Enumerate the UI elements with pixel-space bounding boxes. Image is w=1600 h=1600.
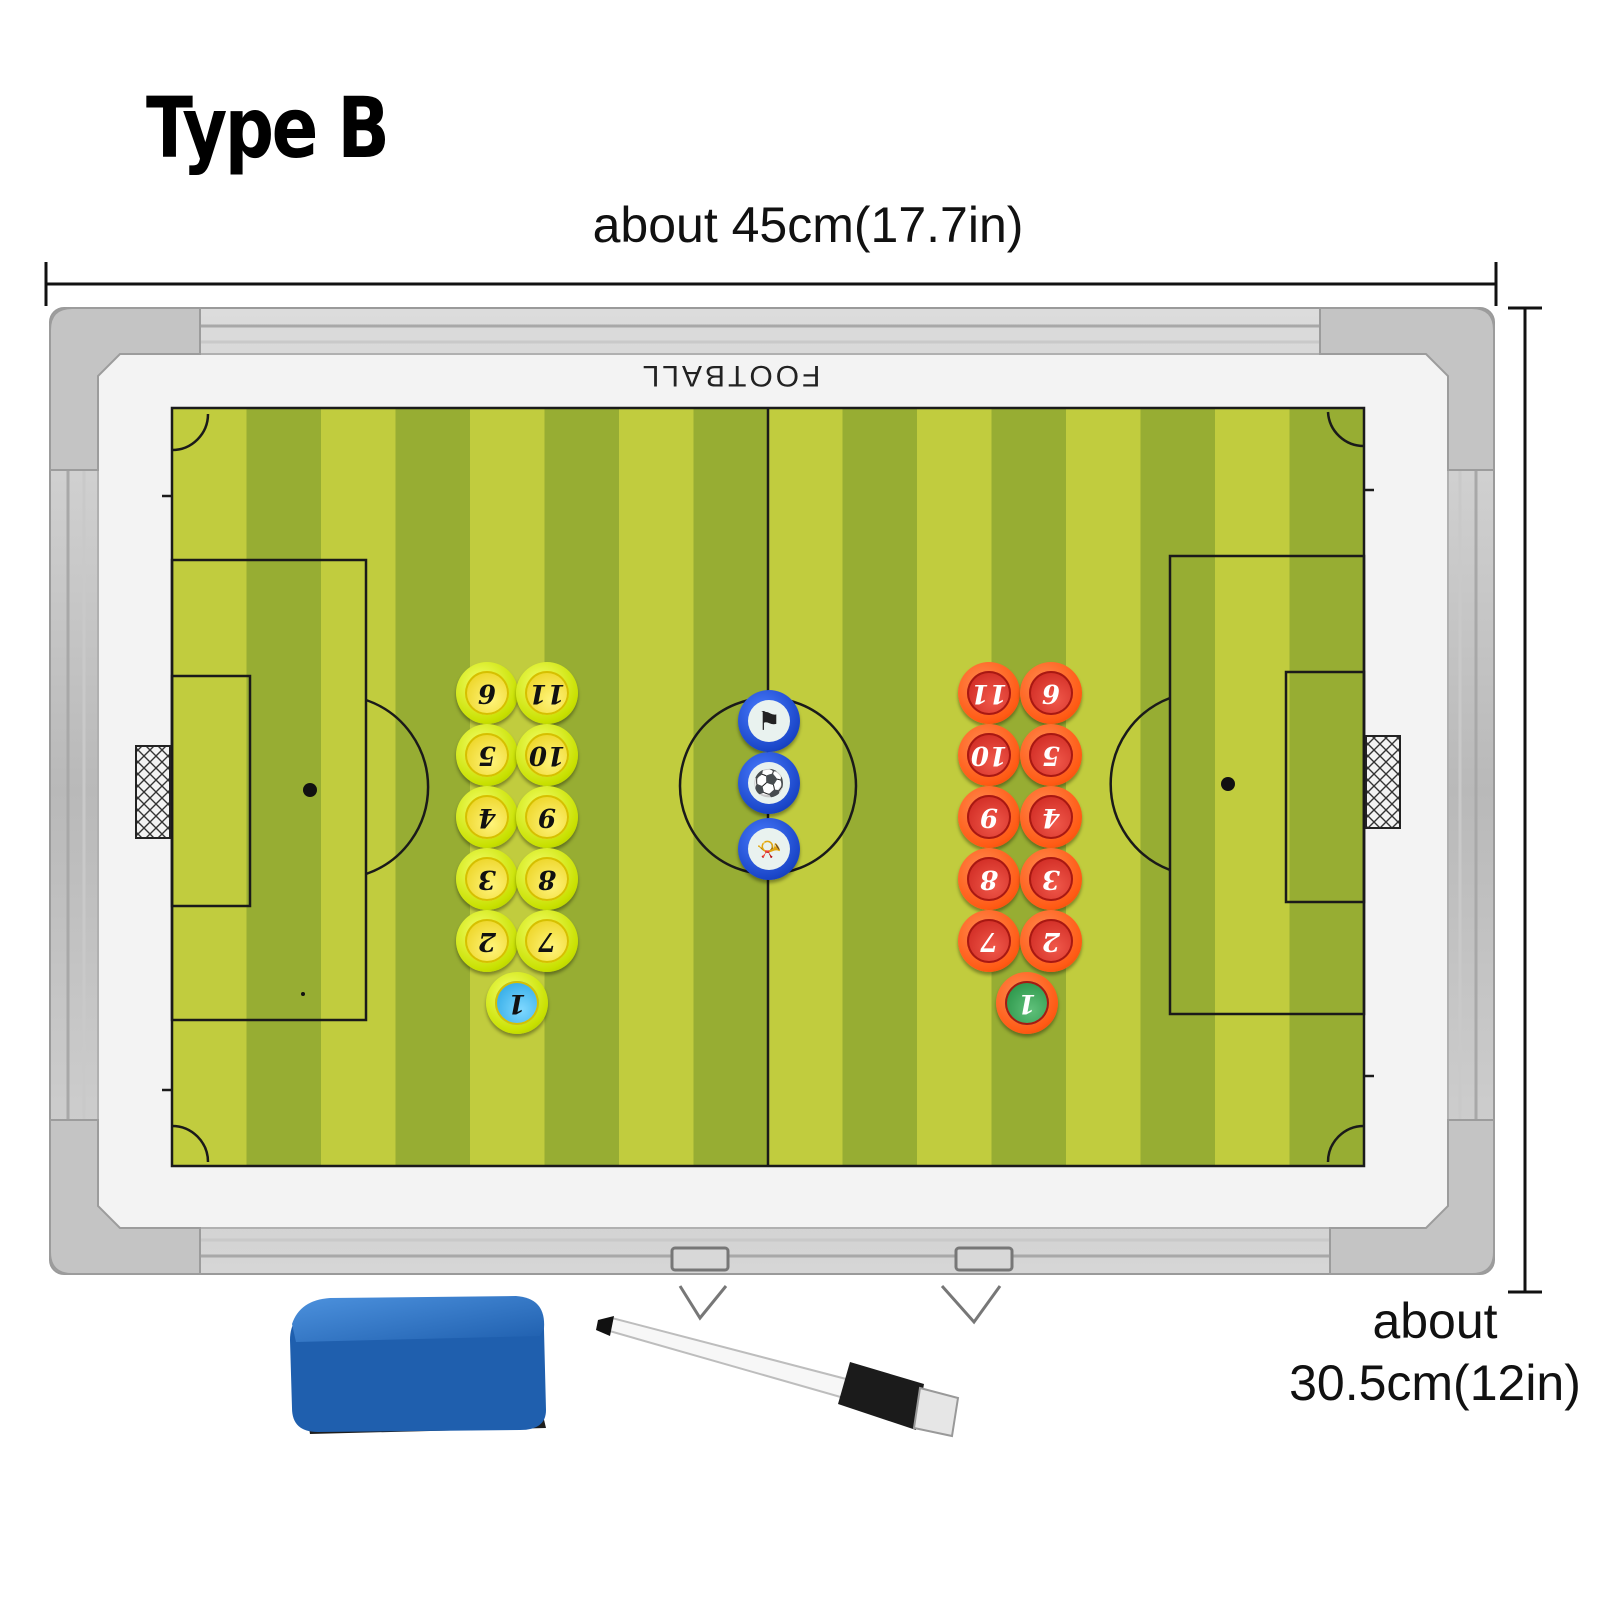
whiteboard-marker bbox=[596, 1316, 960, 1438]
left-goal-net bbox=[135, 745, 171, 839]
player-magnet[interactable]: 6 bbox=[456, 662, 518, 724]
magnet-number: 8 bbox=[967, 857, 1011, 901]
player-magnet[interactable]: 11 bbox=[958, 662, 1020, 724]
player-magnet[interactable]: 10 bbox=[516, 724, 578, 786]
width-dimension-line bbox=[44, 262, 1498, 306]
player-magnet[interactable]: 8 bbox=[516, 848, 578, 910]
magnet-number: 1 bbox=[495, 981, 539, 1025]
magnet-number: 6 bbox=[465, 671, 509, 715]
player-magnet[interactable]: 11 bbox=[516, 662, 578, 724]
hanging-clip-right bbox=[940, 1246, 1014, 1325]
magnet-number: 4 bbox=[465, 795, 509, 839]
pitch-stripe bbox=[1140, 408, 1216, 1166]
magnet-number: 9 bbox=[525, 795, 569, 839]
magnet-number: 11 bbox=[967, 671, 1011, 715]
pitch-stripe bbox=[1066, 408, 1141, 1166]
pitch-stripe bbox=[321, 408, 396, 1166]
goalkeeper-magnet[interactable]: 1 bbox=[486, 972, 548, 1034]
flags-magnet[interactable]: ⚑ bbox=[738, 690, 800, 752]
pitch-stripe bbox=[172, 408, 247, 1166]
right-goal-net bbox=[1365, 735, 1401, 829]
pitch-stripe bbox=[842, 408, 918, 1166]
whistle-icon: 📯 bbox=[748, 828, 790, 870]
player-magnet[interactable]: 7 bbox=[958, 910, 1020, 972]
ball-magnet[interactable]: ⚽ bbox=[738, 752, 800, 814]
magnet-number: 7 bbox=[967, 919, 1011, 963]
player-magnet[interactable]: 9 bbox=[516, 786, 578, 848]
height-dimension-label: about 30.5cm(12in) bbox=[1270, 1290, 1600, 1414]
magnet-number: 3 bbox=[465, 857, 509, 901]
height-label-line1: about bbox=[1372, 1293, 1498, 1349]
magnet-number: 3 bbox=[1029, 857, 1073, 901]
player-magnet[interactable]: 9 bbox=[958, 786, 1020, 848]
magnet-number: 4 bbox=[1029, 795, 1073, 839]
magnet-number: 10 bbox=[967, 733, 1011, 777]
soccer-ball-icon: ⚽ bbox=[748, 762, 790, 804]
player-magnet[interactable]: 6 bbox=[1020, 662, 1082, 724]
pitch-stripe bbox=[1289, 408, 1365, 1166]
magnet-number: 6 bbox=[1029, 671, 1073, 715]
player-magnet[interactable]: 5 bbox=[1020, 724, 1082, 786]
goalkeeper-magnet[interactable]: 1 bbox=[996, 972, 1058, 1034]
magnet-number: 7 bbox=[525, 919, 569, 963]
player-magnet[interactable]: 7 bbox=[516, 910, 578, 972]
height-label-line2: 30.5cm(12in) bbox=[1289, 1355, 1581, 1411]
hanging-clip-left bbox=[670, 1246, 730, 1321]
player-magnet[interactable]: 2 bbox=[1020, 910, 1082, 972]
player-magnet[interactable]: 3 bbox=[456, 848, 518, 910]
player-magnet[interactable]: 10 bbox=[958, 724, 1020, 786]
magnet-number: 8 bbox=[525, 857, 569, 901]
flags-icon: ⚑ bbox=[748, 700, 790, 742]
magnet-number: 5 bbox=[465, 733, 509, 777]
whistle-magnet[interactable]: 📯 bbox=[738, 818, 800, 880]
player-magnet[interactable]: 5 bbox=[456, 724, 518, 786]
magnet-number: 2 bbox=[465, 919, 509, 963]
width-dimension-label: about 45cm(17.7in) bbox=[592, 197, 1024, 253]
magnetic-eraser bbox=[290, 1296, 546, 1434]
height-dimension-line bbox=[1508, 306, 1542, 1294]
player-magnet[interactable]: 8 bbox=[958, 848, 1020, 910]
player-magnet[interactable]: 3 bbox=[1020, 848, 1082, 910]
pitch-stripe bbox=[395, 408, 471, 1166]
magnet-number: 9 bbox=[967, 795, 1011, 839]
magnet-number: 5 bbox=[1029, 733, 1073, 777]
board-heading: FOOTBALL bbox=[639, 359, 821, 392]
player-magnet[interactable]: 4 bbox=[1020, 786, 1082, 848]
player-magnet[interactable]: 2 bbox=[456, 910, 518, 972]
magnet-number: 1 bbox=[1005, 981, 1049, 1025]
product-title: Type B bbox=[146, 79, 390, 177]
magnet-number: 10 bbox=[525, 733, 569, 777]
pitch-stripe bbox=[619, 408, 694, 1166]
magnet-number: 11 bbox=[525, 671, 569, 715]
magnet-number: 2 bbox=[1029, 919, 1073, 963]
player-magnet[interactable]: 4 bbox=[456, 786, 518, 848]
